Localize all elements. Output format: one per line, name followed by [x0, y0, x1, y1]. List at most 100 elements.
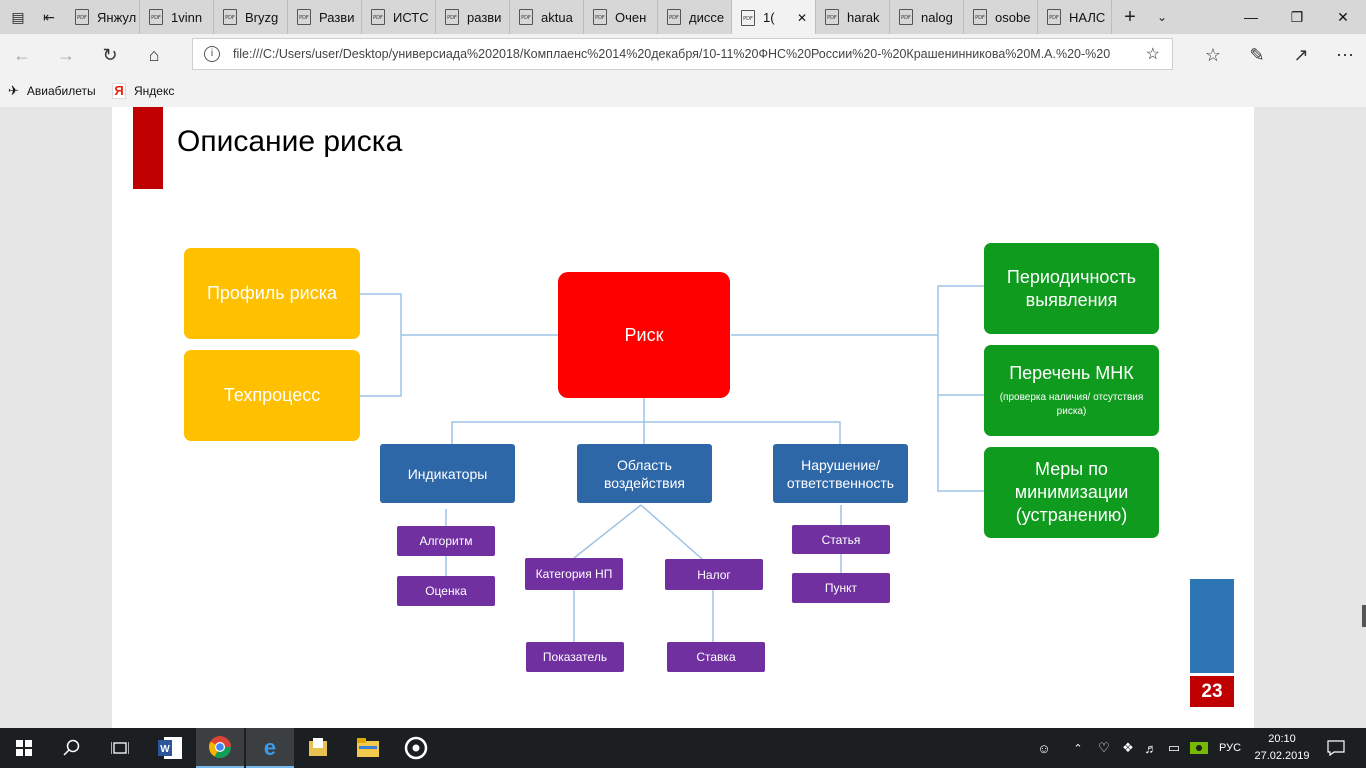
pdf-viewer[interactable]: Описание риска Профиль риска Техпроцесс … [0, 107, 1366, 728]
indicators-box: Индикаторы [380, 444, 515, 503]
impact-area-box: Область воздействия [577, 444, 712, 503]
battery-icon[interactable]: ▭ [1167, 740, 1181, 755]
pdf-icon: PDF [973, 9, 987, 25]
folder-icon[interactable] [344, 728, 392, 768]
clause-box: Пункт [792, 573, 890, 603]
minimize-icon[interactable]: — [1244, 9, 1258, 25]
notes-pen-icon[interactable]: ✎ [1249, 44, 1265, 65]
notifications-icon[interactable] [1322, 728, 1350, 768]
pdf-icon: PDF [519, 9, 533, 25]
pdf-icon: PDF [297, 9, 311, 25]
navigation-bar: ← → ↻ ⌂ i file:///C:/Users/user/Desktop/… [0, 34, 1366, 76]
nvidia-icon[interactable] [1188, 728, 1210, 768]
forward-icon[interactable]: → [57, 44, 75, 65]
svg-text:e: e [264, 736, 276, 758]
favorite-star-icon[interactable]: ☆ [1145, 46, 1160, 63]
pdf-icon: PDF [593, 9, 607, 25]
plane-icon: ✈ [8, 83, 19, 98]
page-number-accent [1190, 579, 1234, 673]
restore-icon[interactable]: ❐ [1290, 8, 1304, 25]
more-icon[interactable]: ⋯ [1336, 44, 1354, 65]
network-icon[interactable]: ♡ [1098, 740, 1110, 755]
risk-profile-box: Профиль риска [184, 248, 360, 339]
pdf-icon: PDF [741, 9, 755, 26]
scrollbar-thumb[interactable] [1362, 605, 1366, 627]
search-icon[interactable] [48, 728, 96, 768]
show-hidden-icons[interactable]: ⌃ [1073, 742, 1083, 755]
rate-box: Ставка [667, 642, 765, 672]
address-url[interactable]: file:///C:/Users/user/Desktop/универсиад… [233, 47, 1111, 61]
volume-icon[interactable]: ♬ [1144, 740, 1158, 756]
refresh-icon[interactable]: ↻ [102, 44, 118, 65]
pdf-icon: PDF [825, 9, 839, 25]
indicator-box: Показатель [526, 642, 624, 672]
periodicity-box: Периодичность выявления [984, 243, 1159, 334]
favorite-link-yandex[interactable]: Я Яндекс [112, 83, 174, 99]
pdf-icon: PDF [899, 9, 913, 25]
site-info-icon[interactable]: i [204, 46, 220, 62]
task-view-icon[interactable] [96, 728, 144, 768]
tab-actions-icon[interactable]: ▤ [11, 8, 25, 25]
pdf-icon: PDF [75, 9, 89, 25]
close-window-icon[interactable]: ✕ [1337, 8, 1349, 25]
share-icon[interactable]: ↗ [1293, 44, 1309, 65]
taskbar: W e ☺ ⌃ ♡ ❖ ♬ ▭ РУС 20:10 27.02.2019 [0, 728, 1366, 768]
new-tab-icon[interactable]: + [1124, 5, 1136, 28]
taxpayer-category-box: Категория НП [525, 558, 623, 590]
language-indicator[interactable]: РУС [1218, 742, 1242, 754]
pdf-icon: PDF [445, 9, 459, 25]
violation-responsibility-box: Нарушение/ ответственность [773, 444, 908, 503]
pdf-icon: PDF [667, 9, 681, 25]
pdf-icon: PDF [1047, 9, 1061, 25]
chrome-icon[interactable] [196, 728, 244, 768]
minimization-measures-box: Меры по минимизации (устранению) [984, 447, 1159, 538]
tab-preview-chevron-icon[interactable]: ⌄ [1156, 10, 1168, 24]
tax-box: Налог [665, 559, 763, 590]
techprocess-box: Техпроцесс [184, 350, 360, 441]
address-bar[interactable]: i file:///C:/Users/user/Desktop/универси… [192, 38, 1173, 70]
pdf-icon: PDF [149, 9, 163, 25]
article-box: Статья [792, 525, 890, 554]
home-icon[interactable]: ⌂ [148, 44, 160, 65]
media-icon[interactable] [392, 728, 440, 768]
pdf-icon: PDF [223, 9, 237, 25]
favorite-link-aviabilety[interactable]: ✈ Авиабилеты [8, 83, 96, 98]
mnk-list-box: Перечень МНК (проверка наличия/ отсутств… [984, 345, 1159, 436]
back-icon[interactable]: ← [13, 44, 31, 65]
yandex-icon: Я [112, 83, 126, 99]
svg-text:W: W [160, 744, 170, 755]
algorithm-box: Алгоритм [397, 526, 495, 556]
pdf-icon: PDF [371, 9, 385, 25]
dropbox-icon[interactable]: ❖ [1122, 740, 1134, 755]
clock[interactable]: 20:10 27.02.2019 [1254, 733, 1310, 762]
assessment-box: Оценка [397, 576, 495, 606]
favorites-bar: ✈ Авиабилеты Я Яндекс [0, 76, 1366, 107]
file-explorer-icon[interactable] [294, 728, 342, 768]
people-icon[interactable]: ☺ [1037, 740, 1051, 756]
connector-lines [360, 285, 984, 642]
edge-icon[interactable]: e [246, 728, 294, 768]
title-accent-bar [133, 107, 163, 189]
set-aside-tabs-icon[interactable]: ⇤ [43, 8, 55, 25]
favorites-icon[interactable]: ☆ [1204, 44, 1222, 65]
start-icon[interactable] [0, 728, 48, 768]
page-number: 23 [1190, 676, 1234, 707]
risk-box: Риск [558, 272, 730, 398]
close-tab-icon[interactable]: ✕ [796, 10, 807, 25]
word-icon[interactable]: W [146, 728, 194, 768]
